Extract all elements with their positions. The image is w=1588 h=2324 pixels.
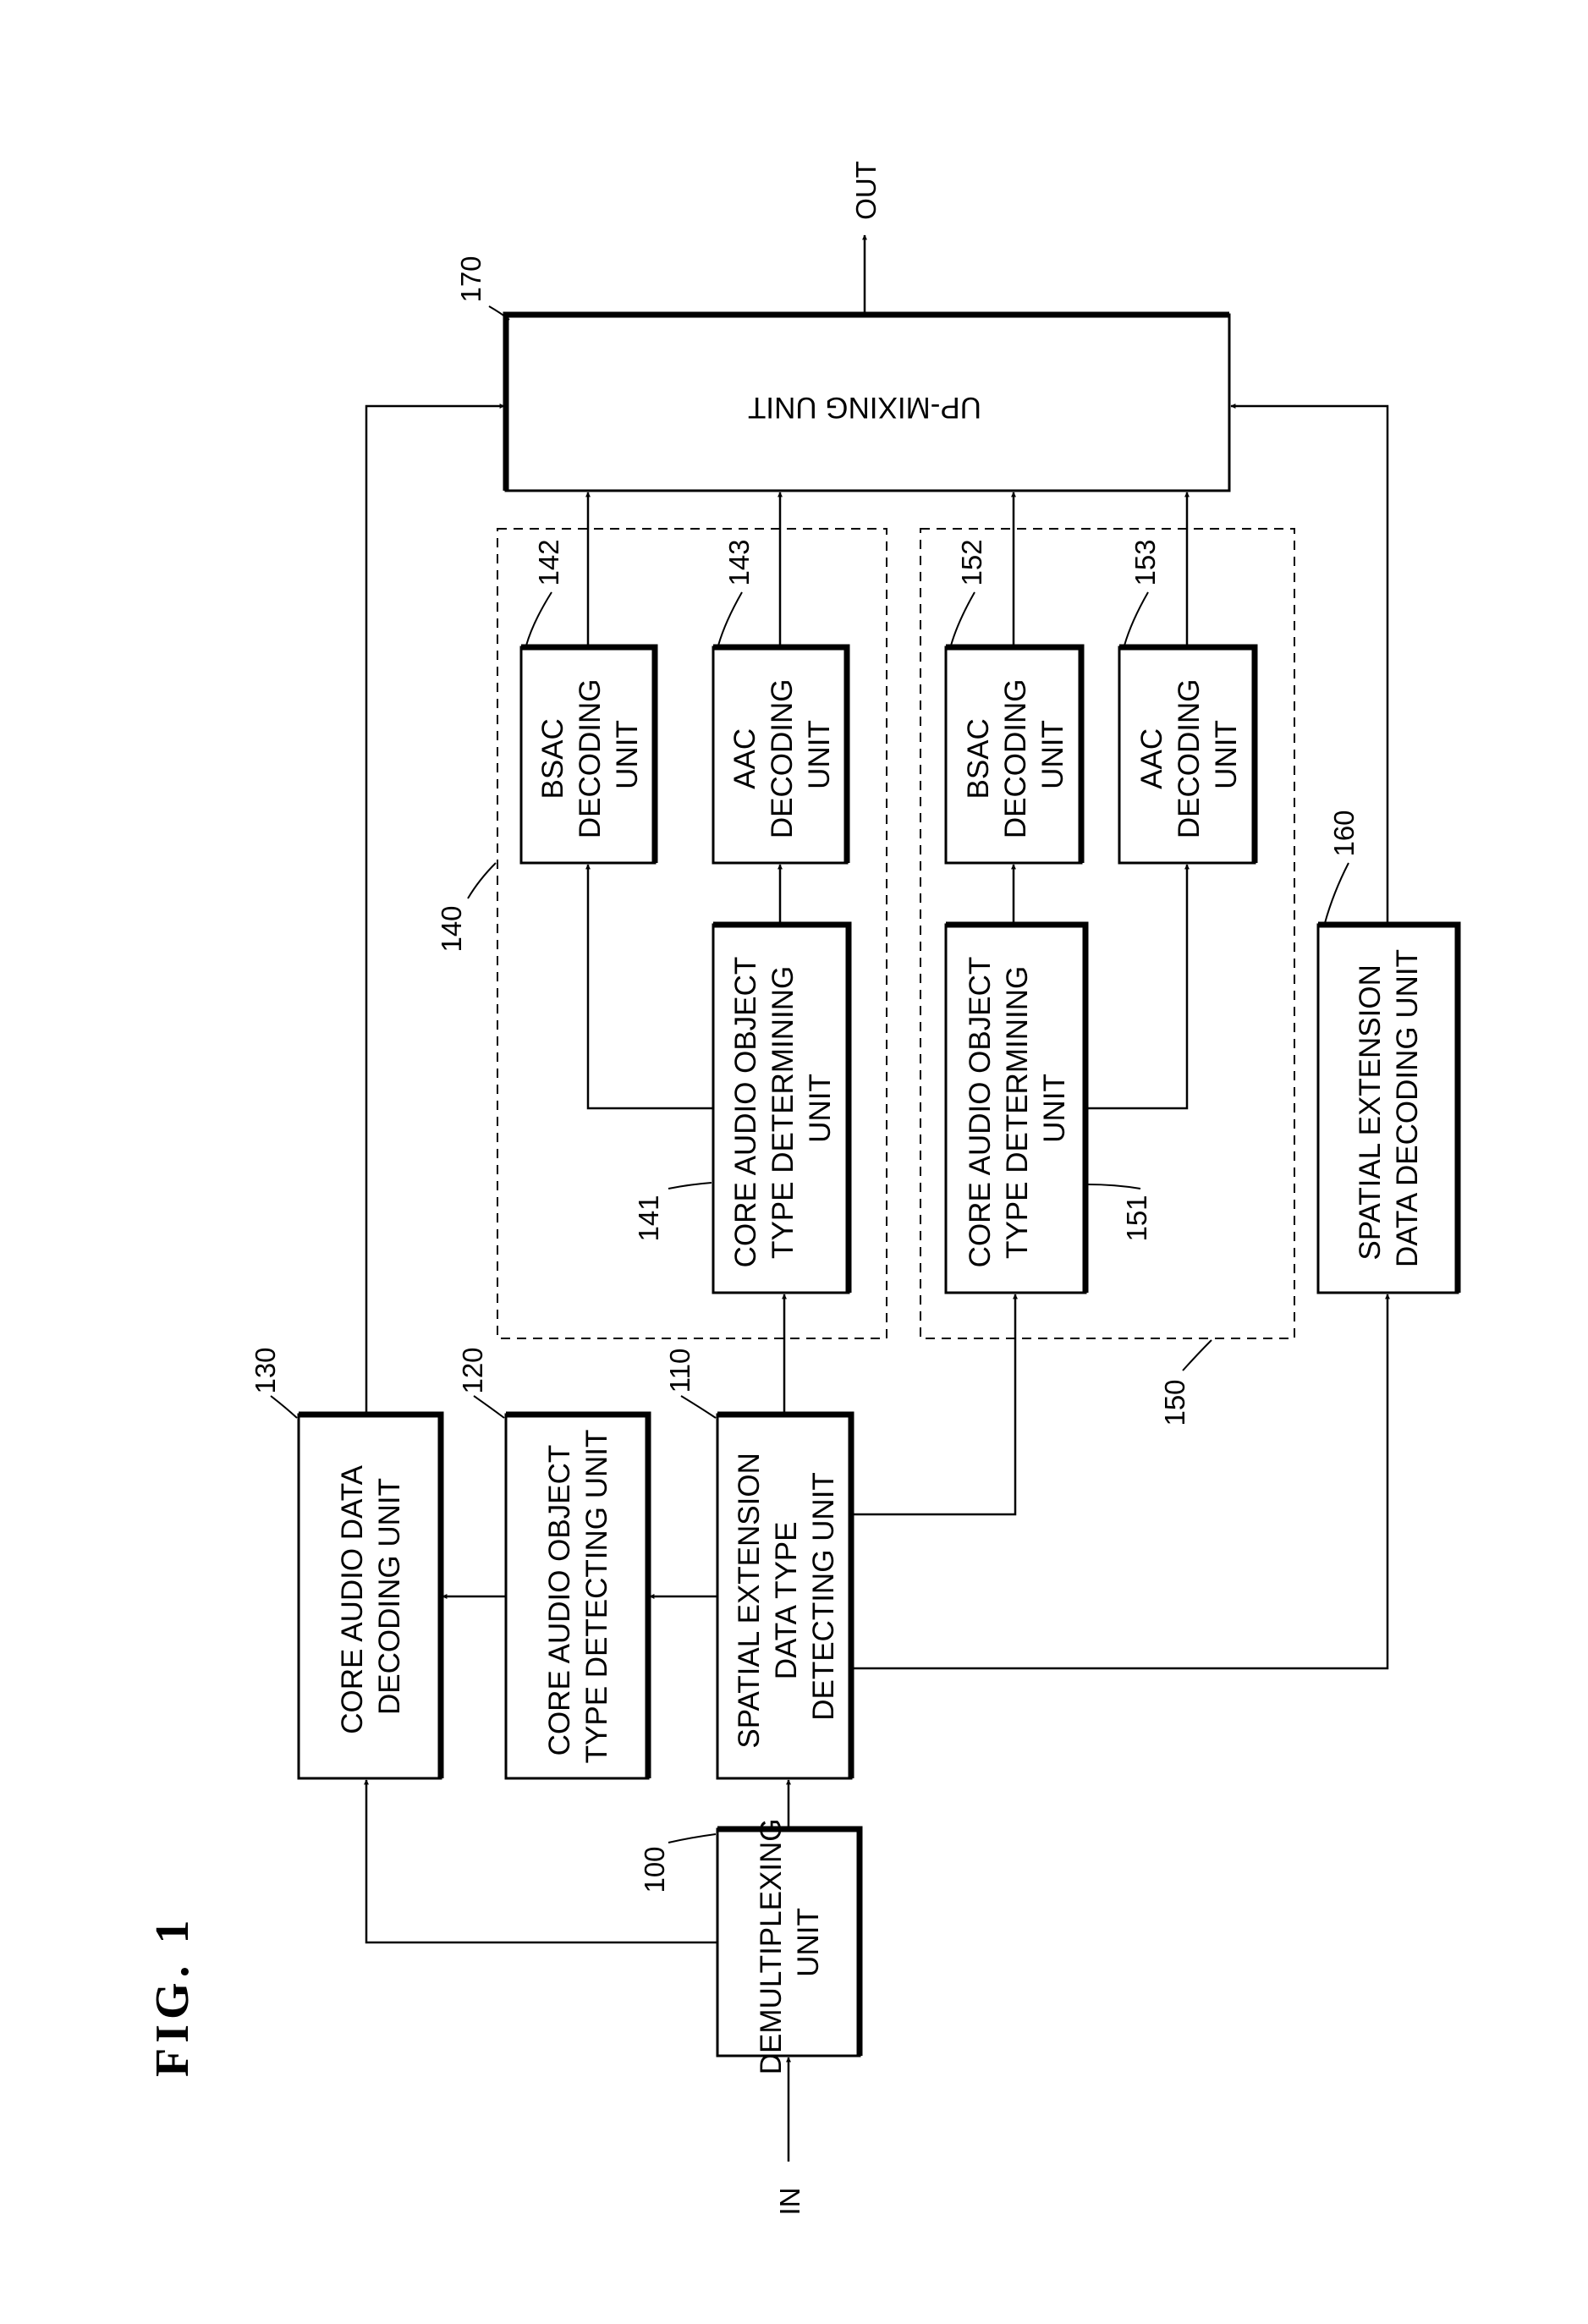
bsac-decoding-unit-142: BSAC DECODING UNIT xyxy=(521,647,655,863)
ref-151-leader xyxy=(1087,1184,1140,1189)
ref-142: 142 xyxy=(533,539,564,585)
ref-151: 151 xyxy=(1121,1195,1152,1241)
ref-120: 120 xyxy=(457,1347,488,1393)
ref-141: 141 xyxy=(633,1195,664,1241)
ref-143: 143 xyxy=(723,539,755,585)
spatial-type-to-160-arrow xyxy=(851,1294,1387,1668)
ref-150: 150 xyxy=(1159,1379,1190,1426)
ref-130-leader xyxy=(271,1396,297,1418)
figure-title: FIG. 1 xyxy=(146,1915,199,2077)
ref-160-leader xyxy=(1325,863,1349,923)
demultiplexing-unit: DEMULTIPLEXING UNIT xyxy=(717,1810,860,2074)
ref-153-leader xyxy=(1124,592,1148,646)
ref-152: 152 xyxy=(956,539,987,585)
core-audio-object-type-determining-unit-151: CORE AUDIO OBJECT TYPE DETERMINING UNIT xyxy=(946,925,1085,1293)
core-audio-object-type-detecting-unit: CORE AUDIO OBJECT TYPE DETECTING UNIT xyxy=(506,1415,648,1778)
ref-100-leader xyxy=(668,1834,716,1843)
ref-141-leader xyxy=(668,1183,712,1189)
core-audio-data-decoding-unit: CORE AUDIO DATA DECODING UNIT xyxy=(299,1415,441,1778)
ref-170: 170 xyxy=(455,255,486,302)
ref-143-leader xyxy=(718,592,742,646)
ref-152-leader xyxy=(951,592,975,646)
ref-120-leader xyxy=(474,1396,504,1418)
spatial-extension-data-decoding-unit: SPATIAL EXTENSION DATA DECODING UNIT xyxy=(1318,925,1458,1293)
aac-decoding-unit-143: AAC DECODING UNIT xyxy=(713,647,847,863)
ref-130: 130 xyxy=(250,1347,281,1393)
core-audio-object-type-determining-unit-141: CORE AUDIO OBJECT TYPE DETERMINING UNIT xyxy=(713,925,849,1293)
ref-140: 140 xyxy=(436,905,467,952)
141-to-bsac-142-arrow xyxy=(588,865,713,1108)
ref-153: 153 xyxy=(1129,539,1161,585)
bsac-decoding-unit-152: BSAC DECODING UNIT xyxy=(946,647,1081,863)
out-label: OUT xyxy=(850,161,882,220)
in-label: IN xyxy=(774,2188,805,2216)
upmix-label: UP-MIXING UNIT xyxy=(748,391,981,424)
ref-110-leader xyxy=(681,1396,716,1418)
ref-110: 110 xyxy=(664,1349,695,1393)
ref-150-leader xyxy=(1183,1340,1212,1371)
aac-decoding-unit-153: AAC DECODING UNIT xyxy=(1119,647,1255,863)
ref-140-leader xyxy=(468,863,496,898)
spatial-extension-data-type-detecting-unit: SPATIAL EXTENSION DATA TYPE DETECTING UN… xyxy=(717,1415,851,1778)
up-mixing-unit: UP-MIXING UNIT xyxy=(506,315,1229,491)
ref-100: 100 xyxy=(639,1846,670,1893)
ref-142-leader xyxy=(526,592,552,646)
spatial-type-to-151-arrow xyxy=(851,1294,1015,1514)
ref-160: 160 xyxy=(1328,810,1360,856)
151-to-aac-153-arrow xyxy=(1085,865,1187,1108)
